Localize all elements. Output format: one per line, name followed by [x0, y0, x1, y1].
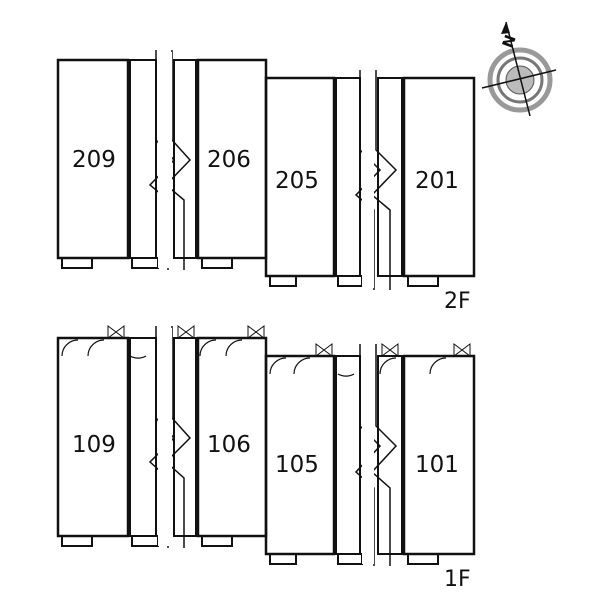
balcony	[269, 275, 297, 287]
unit-label-105: 105	[275, 452, 319, 478]
balcony	[131, 257, 159, 269]
balcony	[201, 257, 233, 269]
floor-1f	[56, 336, 476, 565]
door-swings	[61, 339, 447, 377]
unit-label-209: 209	[72, 147, 116, 173]
compass-north-label: N	[499, 32, 520, 50]
balcony	[407, 553, 439, 565]
corridor-strip	[335, 77, 361, 277]
break-mask	[158, 52, 172, 268]
balcony	[407, 275, 439, 287]
corridor-strip	[173, 59, 197, 259]
unit-105-outline	[264, 354, 336, 556]
floor-2f	[56, 58, 476, 287]
break-mask	[158, 328, 172, 546]
unit-label-109: 109	[72, 432, 116, 458]
unit-label-101: 101	[415, 452, 459, 478]
unit-label-201: 201	[415, 168, 459, 194]
corridor-strip	[129, 337, 157, 537]
floor-label-2f: 2F	[444, 289, 471, 314]
break-mask	[362, 72, 374, 288]
balcony	[201, 535, 233, 547]
entry-markers	[107, 325, 471, 357]
floor-label-1f: 1F	[444, 567, 471, 592]
unit-label-106: 106	[207, 432, 251, 458]
balcony	[269, 553, 297, 565]
unit-label-205: 205	[275, 168, 319, 194]
balcony	[337, 275, 363, 287]
balcony	[131, 535, 159, 547]
corridor-strip	[173, 337, 197, 537]
corridor-strip	[129, 59, 157, 259]
compass-icon: N	[481, 21, 557, 117]
balcony	[61, 535, 93, 547]
corridor-strip	[335, 355, 361, 555]
unit-205-outline	[264, 76, 336, 278]
balcony	[337, 553, 363, 565]
balcony	[61, 257, 93, 269]
unit-label-206: 206	[207, 147, 251, 173]
break-mask	[362, 346, 374, 564]
